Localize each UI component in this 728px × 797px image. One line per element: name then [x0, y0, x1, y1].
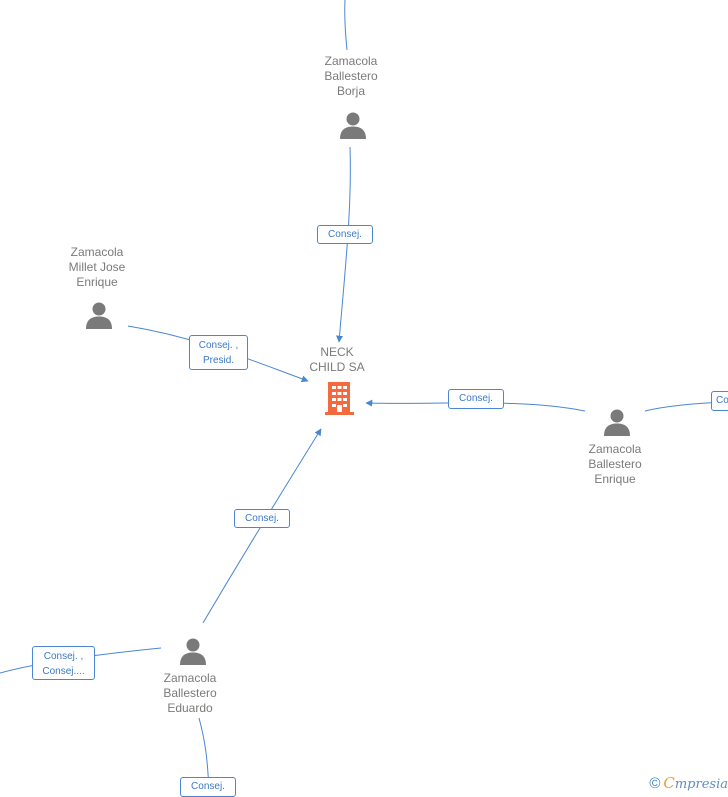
- copyright-icon: ©: [649, 775, 661, 792]
- person-icon[interactable]: [179, 637, 207, 665]
- brand-logo-initial: C: [663, 774, 675, 792]
- building-icon[interactable]: [324, 381, 355, 415]
- relation-badge-eduardo[interactable]: Consej.: [234, 509, 290, 528]
- relation-badge-enrique-right[interactable]: Co: [711, 391, 728, 411]
- person-name-jose-enrique[interactable]: Zamacola Millet Jose Enrique: [68, 245, 126, 289]
- edge-top-to-borja: [344, 0, 348, 51]
- person-name-enrique[interactable]: Zamacola Ballestero Enrique: [588, 442, 642, 486]
- person-icon[interactable]: [603, 408, 631, 436]
- person-icon[interactable]: [85, 301, 113, 329]
- person-icon[interactable]: [339, 111, 367, 139]
- company-name[interactable]: NECK CHILD SA: [309, 345, 365, 374]
- person-name-eduardo[interactable]: Zamacola Ballestero Eduardo: [163, 671, 217, 715]
- relation-badge-borja[interactable]: Consej.: [317, 225, 373, 244]
- edge-borja-company[interactable]: [336, 146, 351, 343]
- brand-watermark: ©Cmpresia: [649, 774, 728, 792]
- relation-badge-eduardo-bottom[interactable]: Consej.: [180, 777, 236, 797]
- brand-logo-text: mpresia: [674, 777, 728, 792]
- relation-badge-eduardo-left[interactable]: Consej. , Consej....: [32, 646, 95, 680]
- person-name-borja[interactable]: Zamacola Ballestero Borja: [324, 54, 378, 98]
- relation-badge-jose[interactable]: Consej. , Presid.: [189, 335, 248, 370]
- relation-badge-enrique[interactable]: Consej.: [448, 389, 504, 409]
